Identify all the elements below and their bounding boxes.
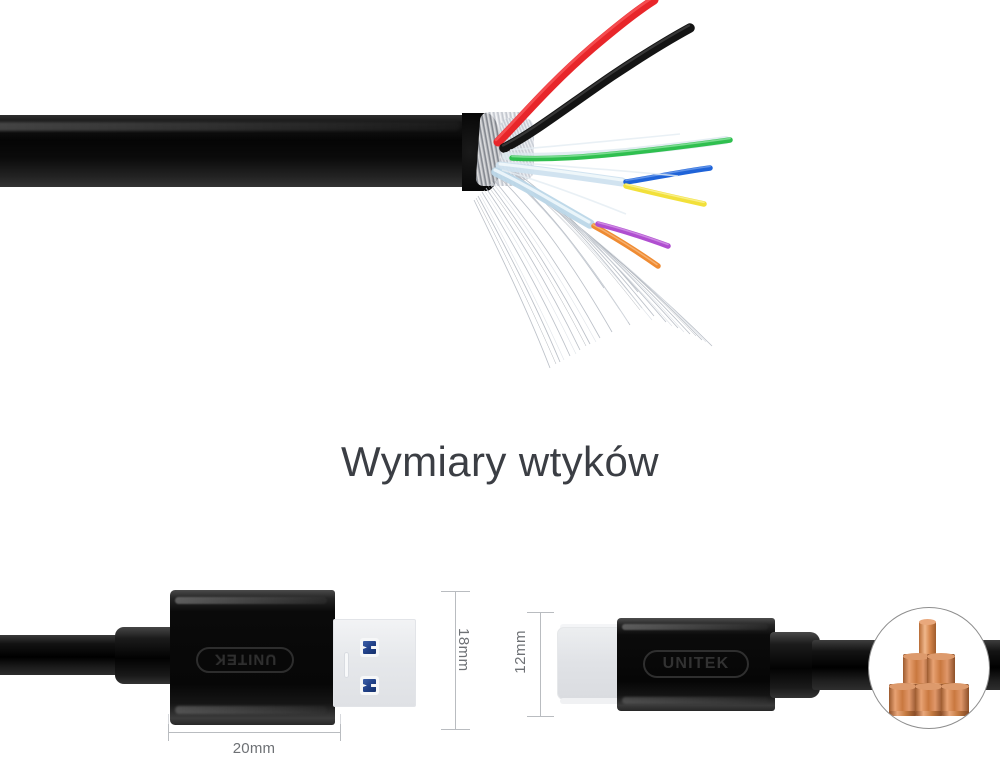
dimension-line — [455, 591, 456, 729]
usb-c-bottom-highlight — [622, 697, 768, 704]
usb-a-contact-lower — [360, 676, 379, 695]
usb-a-strain-relief — [115, 627, 177, 684]
dimension-usb-a-width: 20mm — [164, 722, 344, 768]
copper-spools-callout — [868, 607, 990, 729]
usb-a-bottom-highlight — [175, 706, 327, 714]
cable-jacket-highlight — [0, 122, 460, 131]
usb-a-contact-upper — [360, 638, 379, 657]
usb-c-brand-logo: UNITEK — [643, 650, 749, 678]
dimension-label-12mm: 12mm — [512, 630, 529, 674]
dimension-usb-a-height: 18mm — [425, 586, 485, 734]
usb-c-top-highlight — [622, 624, 768, 630]
usb-a-top-highlight — [175, 597, 327, 604]
usb-c-strain-relief — [770, 632, 820, 698]
dimension-label-20mm: 20mm — [232, 740, 276, 757]
dimension-tick-bottom — [441, 729, 470, 730]
colored-conductor-wires — [440, 0, 770, 300]
usb-a-alignment-slot — [344, 652, 349, 678]
dimension-tick-right — [340, 724, 341, 741]
cable-cutaway-photo — [0, 0, 810, 420]
dimension-line — [168, 732, 340, 733]
usb-c-tip — [557, 627, 623, 700]
usb-a-connector-shell — [170, 590, 335, 725]
dimension-tick-bottom — [527, 716, 554, 717]
dimension-usb-c-height: 12mm — [510, 608, 558, 720]
usb-a-guide-left — [168, 714, 169, 726]
section-title: Wymiary wtyków — [341, 438, 659, 485]
usb-a-guide-right — [340, 714, 341, 726]
usb-a-brand-logo: UNITEK — [196, 647, 294, 673]
usb-c-tip-bottom-edge — [560, 698, 622, 704]
dimension-line — [540, 612, 541, 716]
dimension-label-18mm: 18mm — [455, 628, 472, 672]
braided-shield-strands — [470, 120, 810, 420]
